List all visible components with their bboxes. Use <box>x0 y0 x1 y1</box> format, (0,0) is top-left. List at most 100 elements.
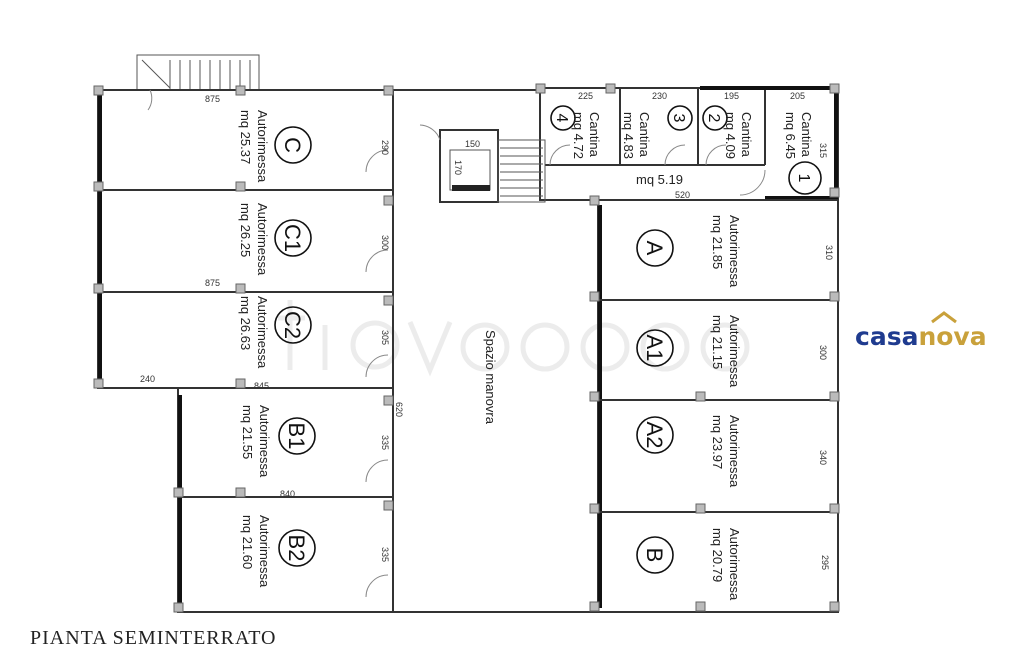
plan-title: PIANTA SEMINTERRATO <box>30 627 277 649</box>
cellar-type: Cantina <box>739 112 754 158</box>
garage-area: mq 26.63 <box>238 296 253 350</box>
dimension-label: 230 <box>652 91 667 101</box>
pillar <box>589 195 600 206</box>
garage-code-circle <box>274 126 312 164</box>
cellar-code-circle <box>667 105 693 131</box>
garage-code-circle <box>636 329 674 367</box>
garage-code: C1 <box>280 224 305 252</box>
cellar-area: mq 4.72 <box>571 112 586 159</box>
pillar <box>235 487 246 498</box>
garage-type: Autorimessa <box>257 405 272 478</box>
dimension-label: 520 <box>675 190 690 200</box>
garage-code: A1 <box>642 335 667 362</box>
garage-type: Autorimessa <box>255 203 270 276</box>
cellar-code: 2 <box>705 114 722 123</box>
cellar-code-circle <box>550 105 576 131</box>
dimension-label: 335 <box>380 435 390 450</box>
pillar <box>829 601 840 612</box>
dimension-label: 620 <box>394 402 404 417</box>
garage-area: mq 23.97 <box>710 415 725 469</box>
pillar <box>383 295 394 306</box>
garage-code: C <box>280 137 305 153</box>
cellar-code-circle <box>702 105 728 131</box>
cellar-type: Cantina <box>637 112 652 158</box>
dimension-label: 315 <box>818 143 828 158</box>
pillar <box>695 503 706 514</box>
dimension-label: 170 <box>453 160 463 175</box>
pillar <box>235 378 246 389</box>
dimension-label: 305 <box>380 330 390 345</box>
pillar <box>235 85 246 96</box>
dimension-label: 875 <box>205 94 220 104</box>
cellar-code: 4 <box>553 114 570 123</box>
cellar-area: mq 6.45 <box>783 112 798 159</box>
dimension-label: 295 <box>820 555 830 570</box>
garage-type: Autorimessa <box>727 415 742 488</box>
garage-code: A2 <box>642 422 667 449</box>
pillar <box>829 83 840 94</box>
garage-type: Autorimessa <box>727 528 742 601</box>
watermark-graphic <box>278 300 750 377</box>
pillar <box>605 83 616 94</box>
pillar <box>93 283 104 294</box>
garage-area: mq 20.79 <box>710 528 725 582</box>
corridor-label: Spazio manovra <box>483 330 498 425</box>
cellar-type: Cantina <box>799 112 814 158</box>
cantina-corridor-area: mq 5.19 <box>636 172 683 187</box>
pillar <box>383 85 394 96</box>
dimension-label: 290 <box>380 140 390 155</box>
dimension-label: 300 <box>380 235 390 250</box>
garage-area: mq 21.15 <box>710 315 725 369</box>
cellar-area: mq 4.09 <box>723 112 738 159</box>
pillar <box>695 391 706 402</box>
pillar <box>173 487 184 498</box>
garage-type: Autorimessa <box>257 515 272 588</box>
garage-code: B1 <box>284 423 309 450</box>
garage-type: Autorimessa <box>255 296 270 369</box>
pillar <box>829 391 840 402</box>
pillar <box>93 378 104 389</box>
doors <box>147 89 766 598</box>
external-stair <box>136 54 260 91</box>
garage-code: B2 <box>284 535 309 562</box>
dimension-label: 840 <box>280 489 295 499</box>
pillar <box>93 85 104 96</box>
pillar <box>383 395 394 406</box>
garage-code-circle <box>636 229 674 267</box>
pillar <box>383 500 394 511</box>
pillar <box>173 602 184 613</box>
garage-code: C2 <box>280 311 305 339</box>
pillar <box>535 83 546 94</box>
casanova-logo: casanova <box>855 311 987 351</box>
dimension-label: 240 <box>140 374 155 384</box>
garage-code-circle <box>636 416 674 454</box>
cellar-code-circle <box>788 161 822 195</box>
garage-area: mq 21.60 <box>240 515 255 569</box>
garage-area: mq 25.37 <box>238 110 253 164</box>
garage-area: mq 21.55 <box>240 405 255 459</box>
dimension-label: 335 <box>380 547 390 562</box>
garage-code-circle <box>636 536 674 574</box>
garage-area: mq 21.85 <box>710 215 725 269</box>
dimension-label: 310 <box>824 245 834 260</box>
garage-type: Autorimessa <box>255 110 270 183</box>
garage-code-circle <box>274 219 312 257</box>
garage-area: mq 26.25 <box>238 203 253 257</box>
dimension-label: 225 <box>578 91 593 101</box>
garage-code-circle <box>274 306 312 344</box>
pillar <box>829 187 840 198</box>
svg-text:casanova: casanova <box>855 322 987 351</box>
cellar-area: mq 4.83 <box>621 112 636 159</box>
garage-type: Autorimessa <box>727 315 742 388</box>
